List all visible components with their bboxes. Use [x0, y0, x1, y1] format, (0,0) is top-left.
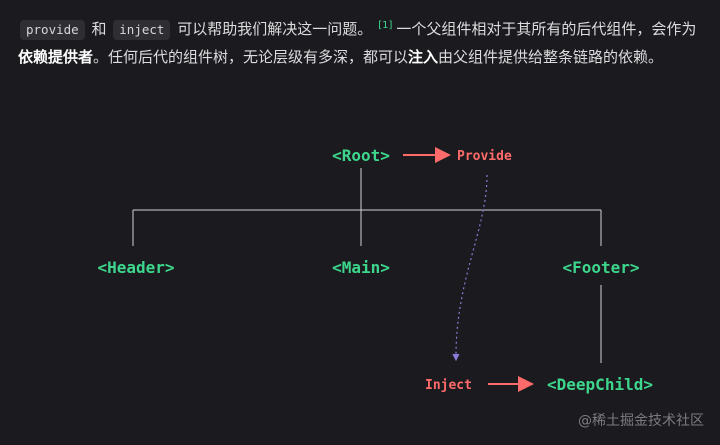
tree-lines: [132, 168, 602, 363]
bold-inject: 注入: [408, 48, 439, 66]
deepchild-node: <DeepChild>: [547, 375, 653, 394]
text-2: 一个父组件相对于其所有的后代组件，会作为: [396, 20, 697, 38]
footnote-link[interactable]: [1]: [378, 20, 393, 31]
root-node: <Root>: [332, 146, 390, 165]
code-inject: inject: [113, 20, 171, 40]
text-and: 和: [91, 20, 107, 38]
text-4: 由父组件提供给整条链路的依赖。: [438, 48, 664, 66]
intro-paragraph: provide 和 inject 可以帮助我们解决这一问题。 [1]一个父组件相对…: [18, 15, 708, 71]
text-1: 可以帮助我们解决这一问题。: [177, 20, 373, 38]
dependency-dotted-path: [452, 174, 488, 362]
footer-node: <Footer>: [562, 258, 639, 277]
watermark: @稀土掘金技术社区: [578, 413, 704, 429]
code-provide: provide: [20, 20, 85, 40]
text-3: 。任何后代的组件树，无论层级有多深，都可以: [93, 48, 409, 66]
header-node: <Header>: [97, 258, 174, 277]
bold-dependency-provider: 依赖提供者: [18, 48, 94, 66]
provide-label: Provide: [457, 149, 512, 164]
inject-label: Inject: [425, 378, 472, 393]
main-node: <Main>: [332, 258, 390, 277]
